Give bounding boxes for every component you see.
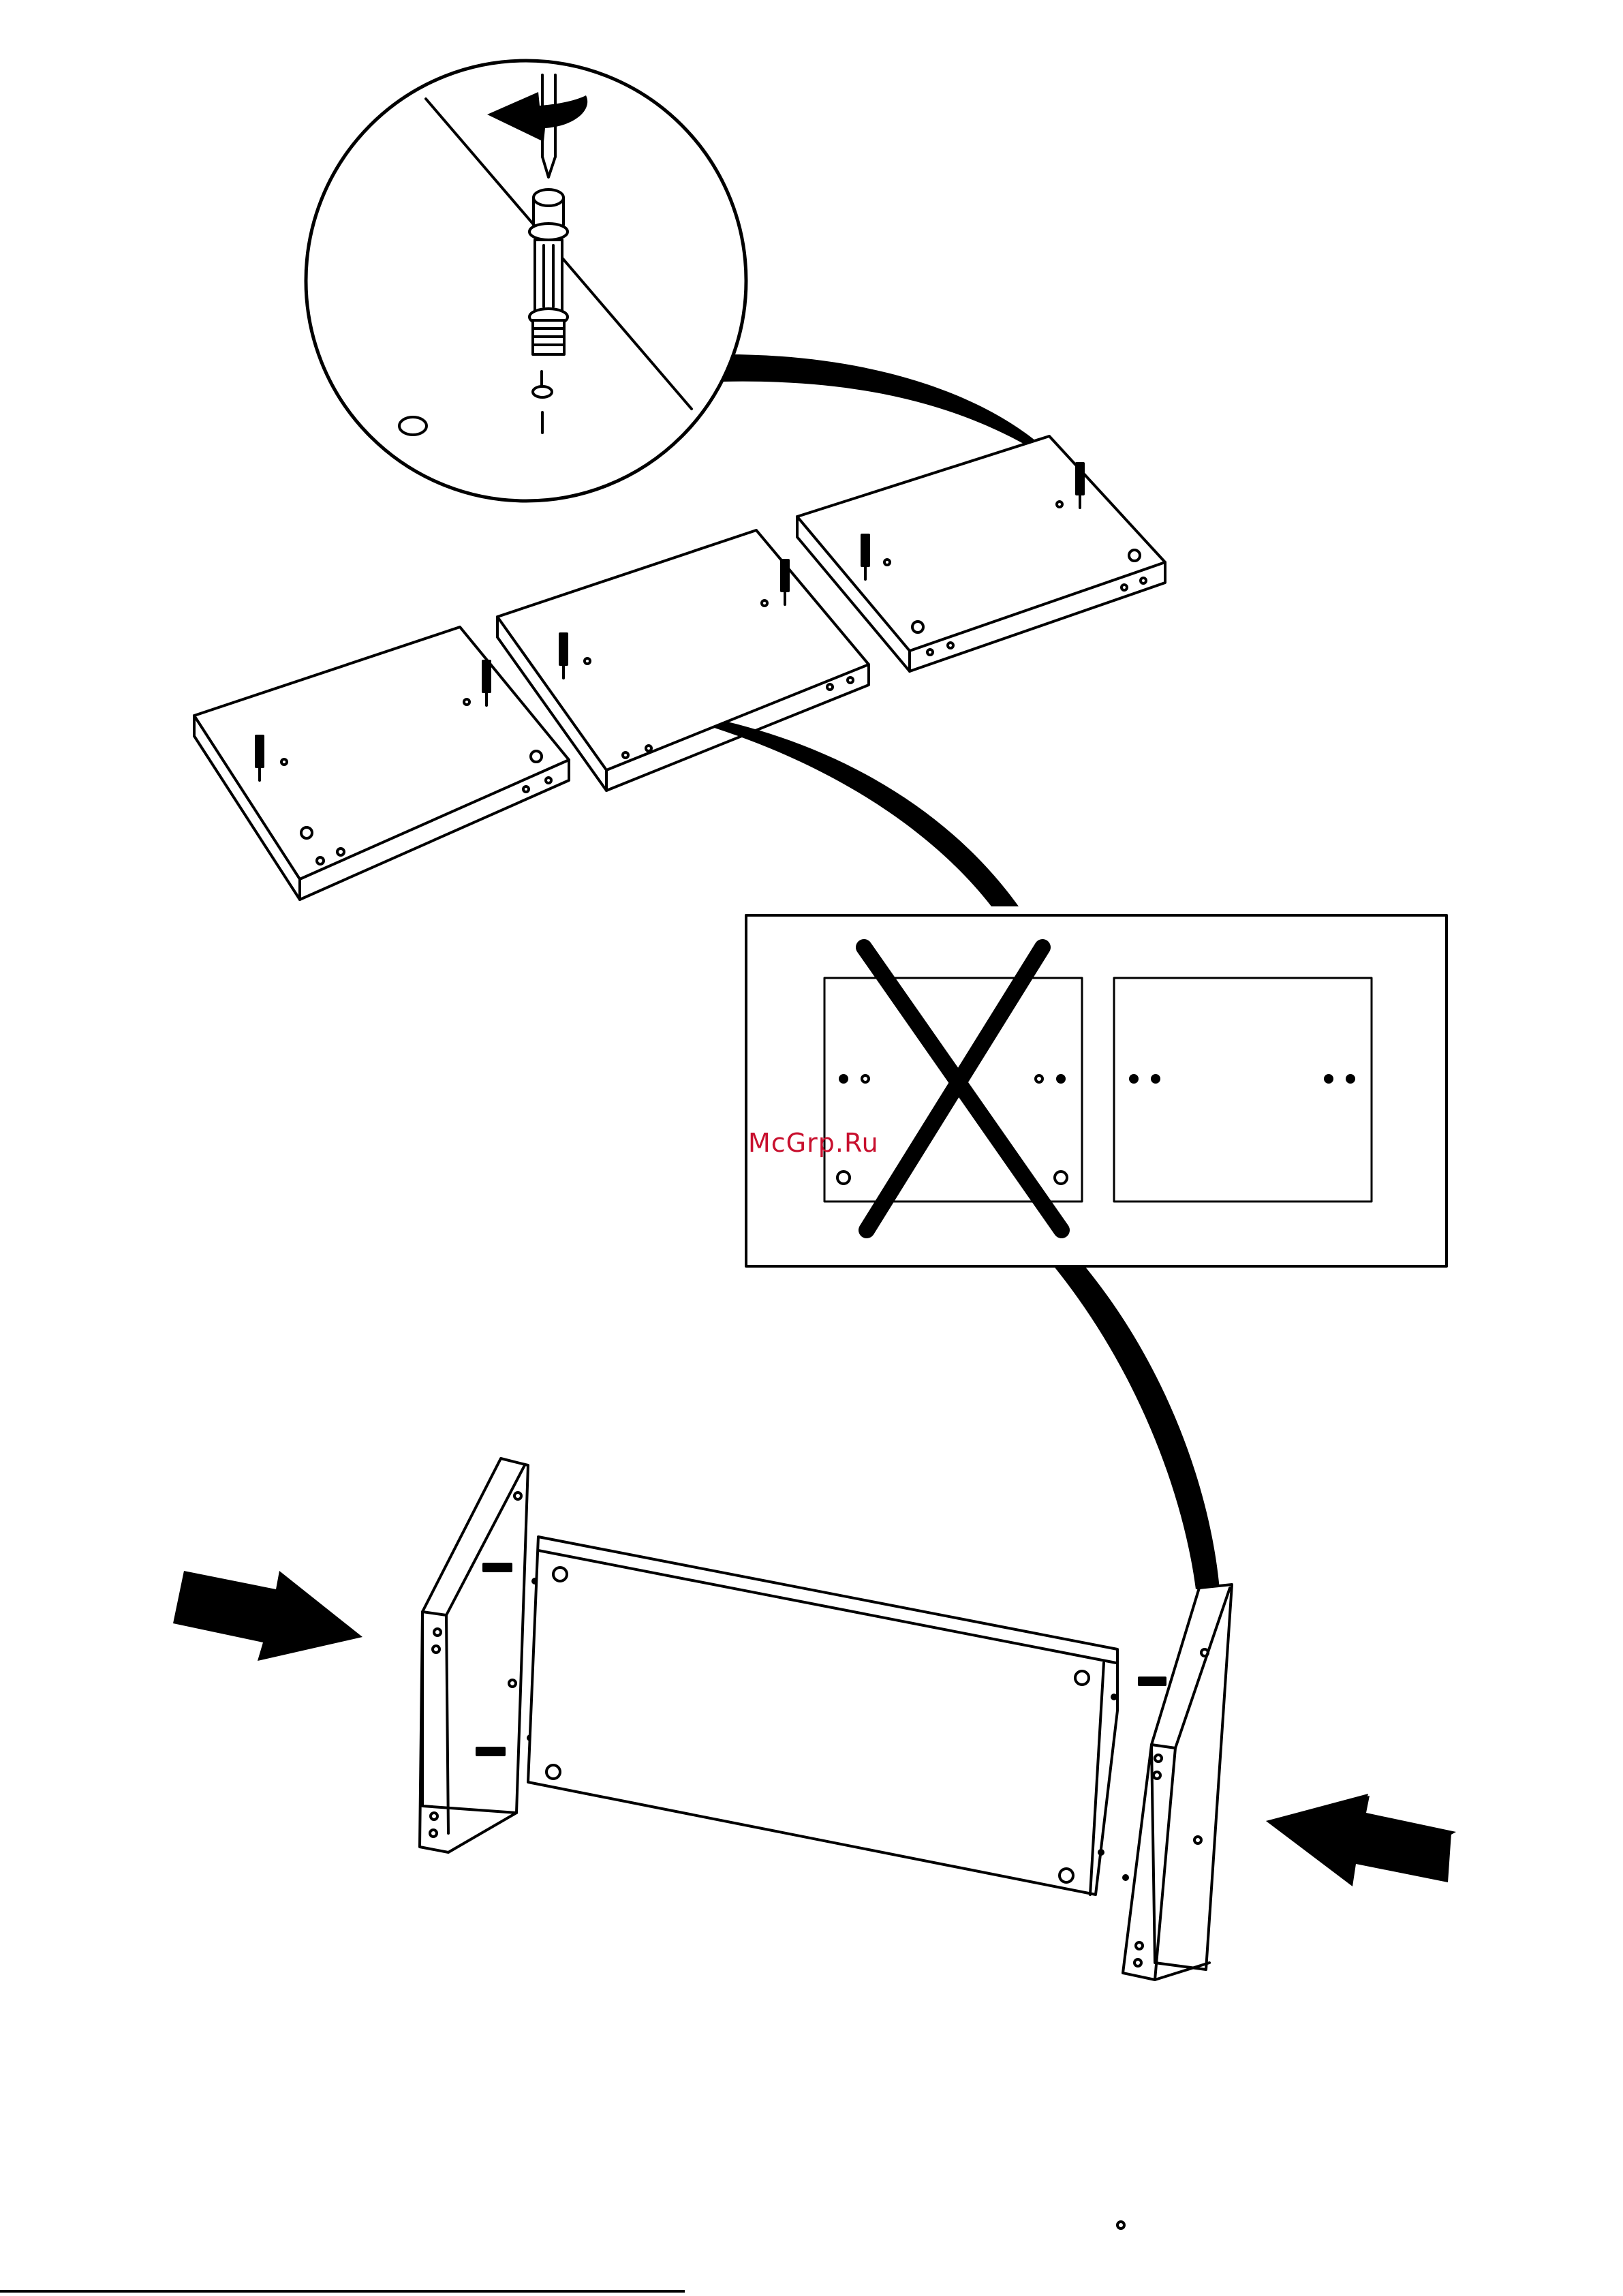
side-panel-left [420,1458,538,1852]
back-panel [528,1537,1117,1895]
connector-curve-bottom [1042,1253,1220,1589]
footer-rule [0,2290,685,2293]
dowel-icon [1139,1678,1165,1685]
orientation-check-box [746,915,1447,1266]
correct-panel-icon [1114,978,1372,1201]
panel-right [797,436,1165,671]
watermark-text: McGrp.Ru [748,1128,879,1158]
push-arrow-right-icon [1266,1794,1456,1886]
registration-mark [1117,2222,1124,2229]
panel-left [194,627,569,900]
dowel-icon [484,1564,511,1571]
crossed-out-panel-icon [824,947,1082,1230]
cabinet-assembly-icon [173,1458,1456,1980]
push-arrow-left-icon [173,1571,362,1661]
dowel-icon [477,1748,504,1755]
side-panel-right [1122,1585,1232,1980]
detail-zoom-circle [306,61,746,501]
